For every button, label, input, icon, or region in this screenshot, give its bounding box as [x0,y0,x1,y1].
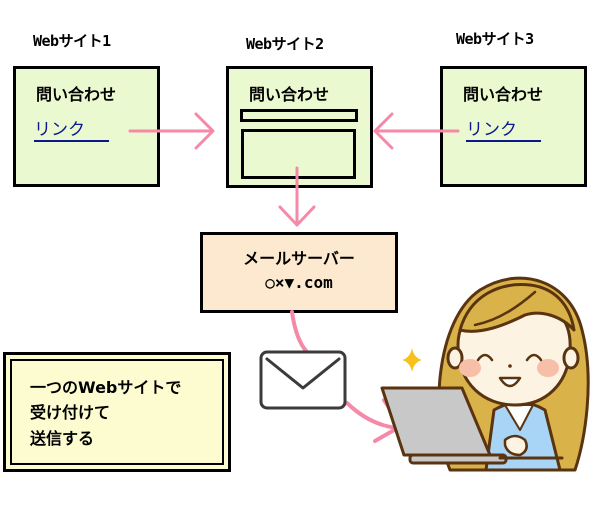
site-1-title: Webサイト1 [33,32,111,50]
note-box: 一つのWebサイトで 受け付けて 送信する [3,352,231,472]
site-1-contact-link[interactable]: リンク [34,120,109,142]
site-2-title: Webサイト2 [246,35,324,53]
note-line-3: 送信する [30,429,95,448]
mail-server-name: メールサーバー [243,249,355,268]
site-2-contact-heading: 問い合わせ [249,85,330,104]
site-3-contact-heading: 問い合わせ [463,85,544,104]
note-inner-border [10,359,224,465]
envelope-icon [259,350,347,410]
site-3-title: Webサイト3 [456,30,534,48]
woman-at-laptop [380,276,590,472]
form-input-field[interactable] [240,109,358,122]
site-2-box: 問い合わせ [226,66,373,188]
site-3-box: 問い合わせ リンク [440,66,587,187]
site-1-contact-heading: 問い合わせ [36,85,117,104]
arrow-site3-to-site2 [373,112,460,150]
mail-server-domain: ○×▼.com [265,273,333,292]
note-line-1: 一つのWebサイトで [30,378,182,397]
sparkle-icon [402,348,422,372]
site-3-contact-link[interactable]: リンク [466,120,541,142]
mail-server-box: メールサーバー ○×▼.com [200,232,398,313]
arrow-site1-to-site2 [128,112,215,150]
site-1-box: 問い合わせ リンク [13,66,160,187]
arrow-site2-to-server [278,166,316,227]
note-line-2: 受け付けて [30,403,111,422]
